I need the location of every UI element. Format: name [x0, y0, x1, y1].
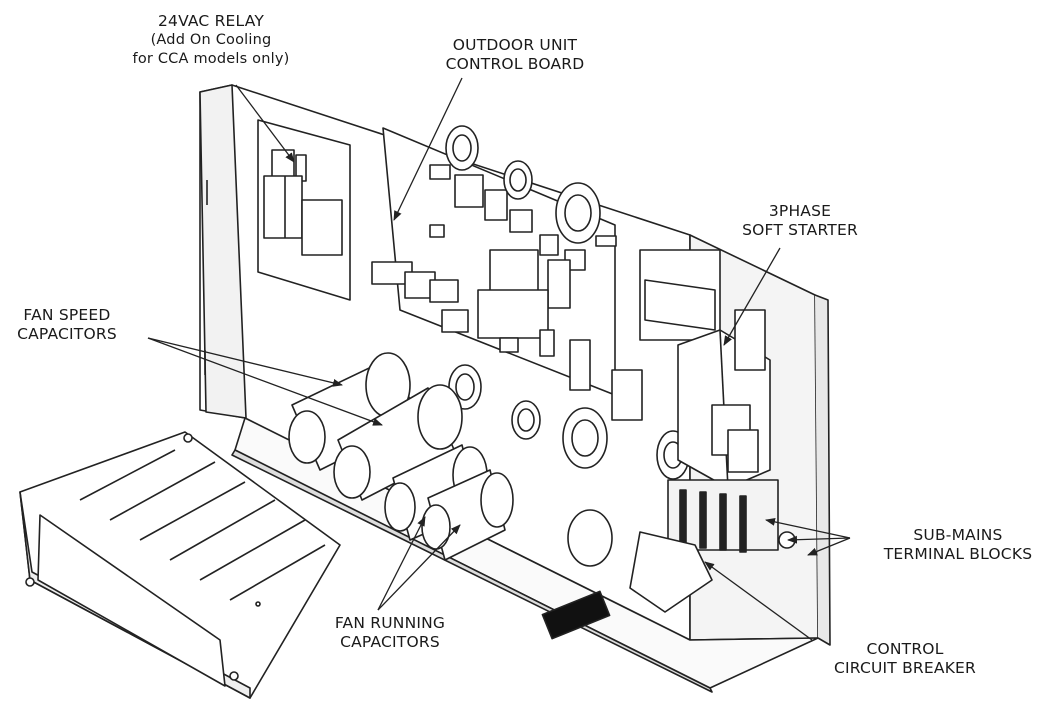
label-control-breaker-line1: CONTROL: [866, 640, 944, 658]
label-soft-starter-line2: SOFT STARTER: [742, 221, 858, 239]
label-control-board-line1: OUTDOOR UNIT: [452, 36, 578, 54]
fan-speed-capacitors: [288, 352, 463, 501]
label-relay-line2: (Add On Cooling: [150, 32, 272, 48]
label-sub-mains-line2: TERMINAL BLOCKS: [883, 545, 1033, 563]
label-control-breaker-line2: CIRCUIT BREAKER: [833, 659, 977, 677]
control-board-component: [371, 127, 617, 396]
label-control-board: OUTDOOR UNIT CONTROL BOARD: [410, 36, 620, 74]
label-fan-running-line1: FAN RUNNING: [334, 614, 446, 632]
label-sub-mains: SUB-MAINS TERMINAL BLOCKS: [858, 526, 1058, 564]
label-fan-running-line2: CAPACITORS: [340, 633, 440, 651]
label-soft-starter-line1: 3PHASE: [768, 202, 832, 220]
label-sub-mains-line1: SUB-MAINS: [913, 526, 1003, 544]
label-fan-running-capacitors: FAN RUNNING CAPACITORS: [300, 614, 480, 652]
cover-plate: [19, 431, 341, 699]
cable-tie: [567, 509, 613, 567]
circuit-breaker-component: [629, 531, 713, 613]
label-relay: 24VAC RELAY (Add On Cooling for CCA mode…: [86, 12, 336, 69]
label-fan-speed-line1: FAN SPEED: [23, 306, 111, 324]
label-fan-speed-line2: CAPACITORS: [17, 325, 117, 343]
terminal-blocks-component: [667, 479, 796, 553]
label-control-board-line2: CONTROL BOARD: [445, 55, 585, 73]
transformer-component: [611, 249, 721, 421]
soft-starter-component: [677, 309, 771, 489]
label-control-breaker: CONTROL CIRCUIT BREAKER: [810, 640, 1000, 678]
label-relay-line1: 24VAC RELAY: [157, 12, 265, 30]
rating-plate: [541, 590, 611, 640]
label-fan-speed-capacitors: FAN SPEED CAPACITORS: [0, 306, 134, 344]
label-relay-line3: for CCA models only): [132, 51, 290, 67]
label-soft-starter: 3PHASE SOFT STARTER: [720, 202, 880, 240]
